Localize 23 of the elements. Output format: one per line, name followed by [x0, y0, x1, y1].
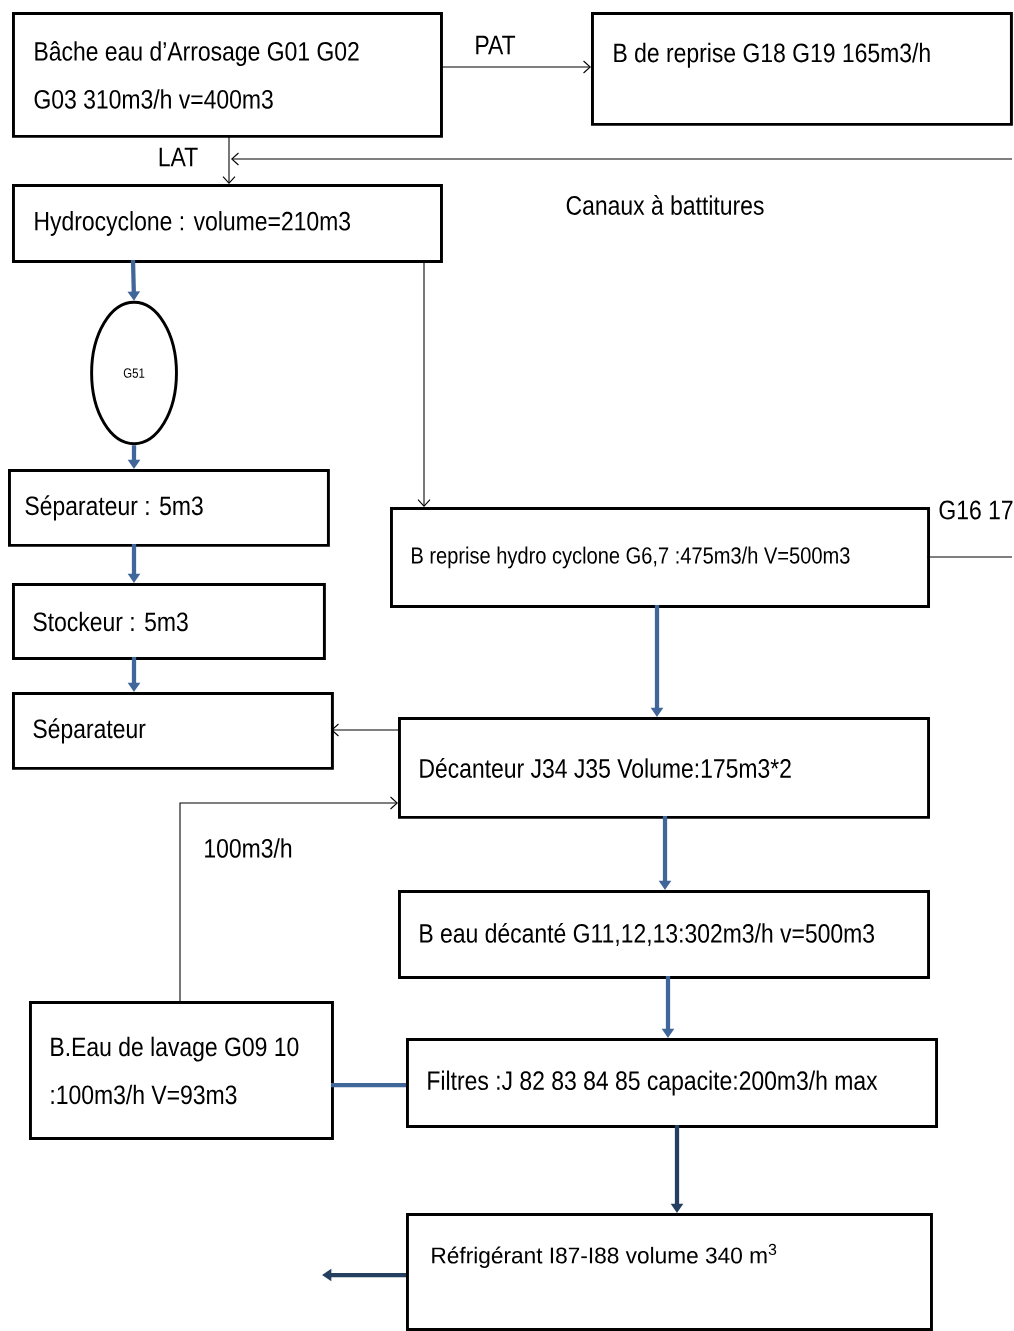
- process-box: B eau décanté G11,12,13:302m3/h v=500m3: [398, 890, 930, 979]
- edge-label: PAT: [473, 34, 517, 56]
- edge-label: LAT: [156, 146, 200, 168]
- arrow: [331, 723, 399, 737]
- edge-label: Canaux à battitures: [564, 193, 766, 217]
- edge-label: 100m3/h: [202, 836, 294, 860]
- arrow: [179, 796, 398, 1002]
- process-box: B de reprise G18 G19 165m3/h: [591, 12, 1013, 126]
- process-box: Bâche eau d’Arrosage G01 G02 G03 310m3/h v=400m3: [12, 12, 443, 138]
- process-box: Hydrocyclone : volume=210m3: [12, 184, 443, 263]
- process-box: Filtres :J 82 83 84 85 capacite:200m3/h max: [406, 1038, 938, 1128]
- process-box: Stockeur : 5m3: [12, 583, 326, 660]
- process-box: Séparateur: [12, 692, 334, 770]
- process-box: B.Eau de lavage G09 10 :100m3/h V=93m3: [29, 1001, 334, 1140]
- process-box: Séparateur : 5m3: [8, 469, 330, 547]
- arrow: [439, 60, 591, 74]
- arrow: [231, 152, 1013, 166]
- process-box: B reprise hydro cyclone G6,7 :475m3/h V=500m3: [390, 507, 930, 608]
- process-box: Réfrigérant I87-I88 volume 340 m$^{3}$: [406, 1213, 933, 1331]
- edge-label: G16 17: [937, 499, 1014, 521]
- oval: G51: [90, 300, 178, 446]
- process-box: Décanteur J34 J35 Volume:175m3*2: [398, 717, 930, 819]
- arrow: [222, 134, 236, 184]
